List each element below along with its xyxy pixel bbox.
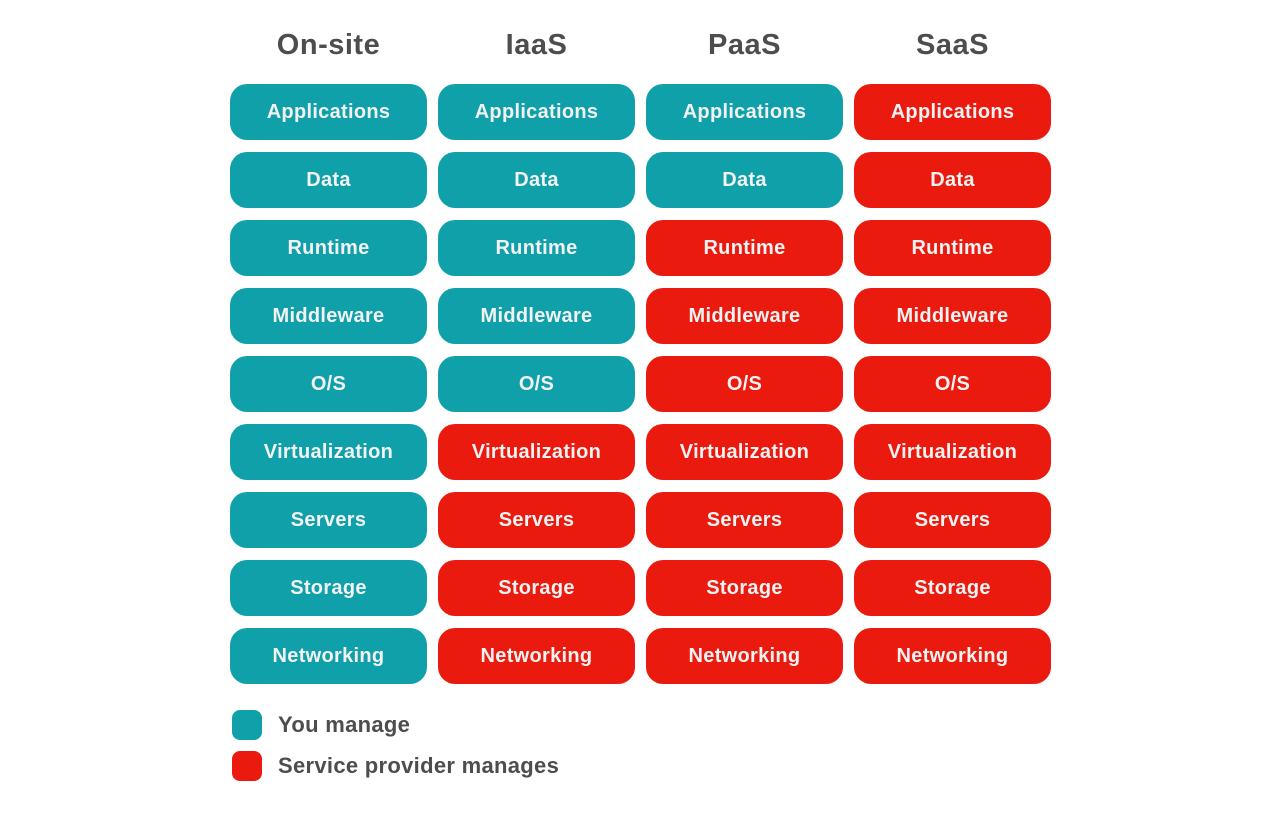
cell-saas-middleware: Middleware: [854, 288, 1051, 344]
cell-on-site-virtualization: Virtualization: [230, 424, 427, 480]
cell-paas-applications: Applications: [646, 84, 843, 140]
cell-paas-o-s: O/S: [646, 356, 843, 412]
cell-on-site-applications: Applications: [230, 84, 427, 140]
cell-paas-networking: Networking: [646, 628, 843, 684]
cell-on-site-servers: Servers: [230, 492, 427, 548]
column-header-on-site: On-site: [276, 29, 381, 61]
cell-iaas-networking: Networking: [438, 628, 635, 684]
legend-label: Service provider manages: [278, 753, 560, 778]
cell-saas-servers: Servers: [854, 492, 1051, 548]
legend-label: You manage: [278, 712, 411, 737]
cell-iaas-applications: Applications: [438, 84, 635, 140]
legend-swatch-provider-icon: [232, 751, 262, 781]
legend-swatch-you-icon: [232, 710, 262, 740]
cell-on-site-storage: Storage: [230, 560, 427, 616]
cell-on-site-middleware: Middleware: [230, 288, 427, 344]
cell-iaas-runtime: Runtime: [438, 220, 635, 276]
cell-iaas-storage: Storage: [438, 560, 635, 616]
cell-saas-storage: Storage: [854, 560, 1051, 616]
cell-on-site-runtime: Runtime: [230, 220, 427, 276]
cell-iaas-middleware: Middleware: [438, 288, 635, 344]
column-headers: On-site IaaS PaaS SaaS: [230, 28, 1051, 62]
cell-on-site-networking: Networking: [230, 628, 427, 684]
cell-paas-storage: Storage: [646, 560, 843, 616]
cell-paas-servers: Servers: [646, 492, 843, 548]
legend-item-service-provider-manages: Service provider manages: [232, 751, 559, 781]
cell-iaas-servers: Servers: [438, 492, 635, 548]
cell-paas-runtime: Runtime: [646, 220, 843, 276]
column-header-iaas: IaaS: [505, 29, 568, 61]
cell-paas-virtualization: Virtualization: [646, 424, 843, 480]
cell-paas-data: Data: [646, 152, 843, 208]
column-header-saas: SaaS: [916, 29, 989, 61]
cell-saas-data: Data: [854, 152, 1051, 208]
column-header-paas: PaaS: [708, 29, 781, 61]
cell-iaas-virtualization: Virtualization: [438, 424, 635, 480]
cell-saas-applications: Applications: [854, 84, 1051, 140]
cell-iaas-data: Data: [438, 152, 635, 208]
cell-saas-o-s: O/S: [854, 356, 1051, 412]
cell-iaas-o-s: O/S: [438, 356, 635, 412]
cell-saas-virtualization: Virtualization: [854, 424, 1051, 480]
cell-on-site-data: Data: [230, 152, 427, 208]
cell-saas-networking: Networking: [854, 628, 1051, 684]
legend-item-you-manage: You manage: [232, 710, 559, 740]
cell-on-site-o-s: O/S: [230, 356, 427, 412]
cell-paas-middleware: Middleware: [646, 288, 843, 344]
cell-saas-runtime: Runtime: [854, 220, 1051, 276]
